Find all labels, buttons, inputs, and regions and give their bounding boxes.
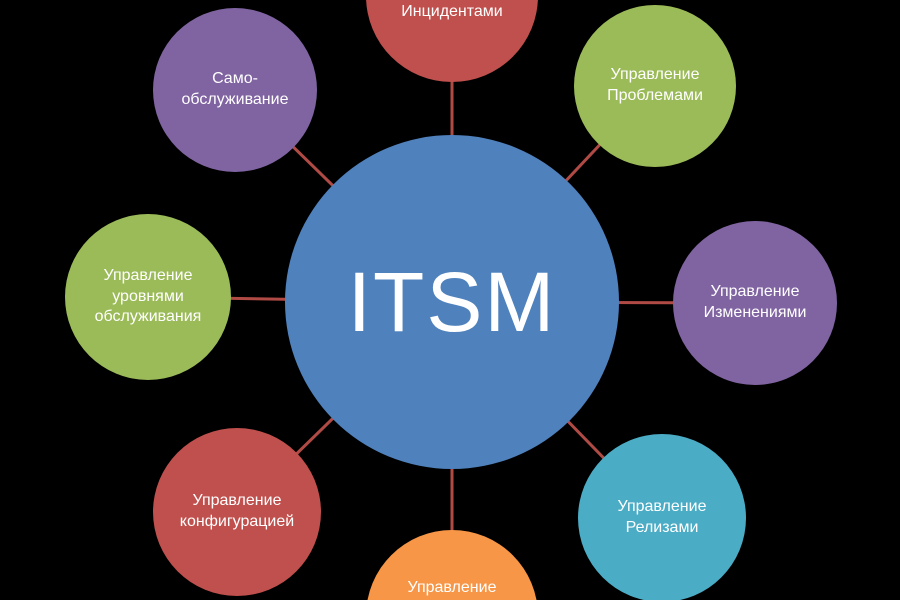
node-configuration-management: Управление конфигурацией — [153, 428, 321, 596]
node-label-incidents: Инцидентами — [401, 3, 503, 20]
node-problem-management: Управление Проблемами — [574, 5, 736, 167]
itsm-label: ITSM — [347, 254, 557, 349]
node-label-problems: Управление Проблемами — [607, 66, 703, 104]
node-self-service: Само- обслуживание — [153, 8, 317, 172]
node-label-changes: Управление Изменениями — [703, 283, 807, 321]
node-label-configuration: Управление конфигурацией — [179, 492, 295, 530]
itsm-center-node: ITSM — [285, 135, 619, 469]
node-change-management: Управление Изменениями — [673, 221, 837, 385]
node-label-service-levels: Управление уровнями обслуживания — [94, 266, 202, 326]
node-label-self-service: Само- обслуживание — [181, 70, 289, 108]
node-release-management: Управление Релизами — [578, 434, 746, 600]
node-label-releases: Управление Релизами — [617, 498, 707, 536]
node-label-bottom: Управление — [407, 579, 497, 596]
node-service-level-management: Управление уровнями обслуживания — [65, 214, 231, 380]
